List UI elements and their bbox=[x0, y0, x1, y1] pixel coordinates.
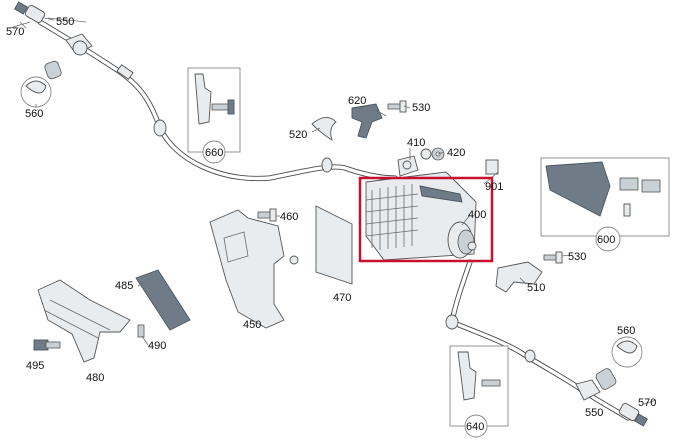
detail-box-600 bbox=[540, 157, 670, 252]
detail-box-660 bbox=[187, 67, 241, 164]
callout-550-top: 550 bbox=[56, 16, 74, 28]
callout-530-top: 530 bbox=[412, 102, 430, 114]
leader-lines bbox=[19, 17, 571, 346]
callout-570-top: 570 bbox=[6, 26, 24, 38]
clamp-560-bottom bbox=[611, 336, 643, 368]
bracket-410 bbox=[397, 155, 419, 177]
callout-420: 420 bbox=[447, 147, 465, 159]
connector-901 bbox=[485, 159, 499, 175]
callout-901: 901 bbox=[485, 181, 503, 193]
cover-485 bbox=[135, 269, 191, 331]
callout-485: 485 bbox=[115, 280, 133, 292]
callout-570-bottom: 570 bbox=[638, 397, 656, 409]
guide-520 bbox=[311, 117, 337, 142]
callout-480: 480 bbox=[86, 372, 104, 384]
screw-495 bbox=[33, 339, 61, 351]
callout-520: 520 bbox=[289, 129, 307, 141]
clamp-560-top bbox=[20, 60, 62, 108]
screw-490 bbox=[137, 324, 145, 338]
callout-450: 450 bbox=[243, 319, 261, 331]
washer-420 bbox=[420, 147, 445, 161]
callout-labels: 570 550 560 660 620 530 520 410 420 901 … bbox=[6, 16, 656, 433]
callout-600: 600 bbox=[597, 234, 615, 246]
bracket-510 bbox=[495, 261, 543, 293]
screw-530-bottom bbox=[543, 251, 563, 264]
screw-530-top bbox=[387, 100, 407, 113]
callout-495: 495 bbox=[26, 360, 44, 372]
callout-560-bottom: 560 bbox=[617, 325, 635, 337]
parking-brake-actuator-400 bbox=[365, 171, 477, 261]
bracket-480 bbox=[37, 279, 131, 363]
callout-560-top: 560 bbox=[25, 108, 43, 120]
callout-530-bottom: 530 bbox=[568, 251, 586, 263]
callout-550-bottom: 550 bbox=[585, 407, 603, 419]
callout-660: 660 bbox=[205, 147, 223, 159]
callout-410: 410 bbox=[407, 137, 425, 149]
cable-end-fitting-top bbox=[9, 1, 93, 56]
callout-620: 620 bbox=[348, 95, 366, 107]
callout-640: 640 bbox=[466, 421, 484, 433]
callout-510: 510 bbox=[527, 282, 545, 294]
actuator-highlight-frame bbox=[358, 176, 494, 263]
cover-plate-470 bbox=[315, 205, 353, 285]
bracket-620 bbox=[351, 103, 387, 139]
callout-470: 470 bbox=[333, 292, 351, 304]
callout-400: 400 bbox=[468, 209, 486, 221]
mounting-bracket-450 bbox=[209, 209, 299, 329]
callout-460: 460 bbox=[280, 211, 298, 223]
parking-brake-cable bbox=[37, 19, 631, 421]
screw-460 bbox=[257, 208, 277, 222]
callout-490: 490 bbox=[148, 340, 166, 352]
detail-box-640 bbox=[449, 345, 509, 438]
cable-end-fitting-bottom bbox=[575, 368, 657, 427]
